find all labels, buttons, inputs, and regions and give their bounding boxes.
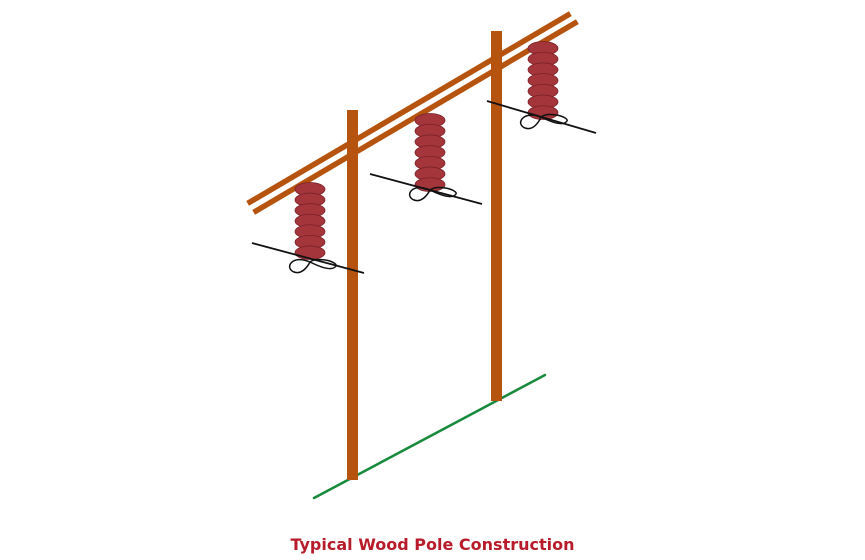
insulator-right — [527, 41, 559, 120]
insulator-shed — [294, 245, 326, 260]
conductor-middle — [369, 173, 483, 205]
diagram-caption: Typical Wood Pole Construction — [290, 535, 575, 554]
insulator-left — [294, 182, 326, 260]
conductor-right — [486, 100, 597, 134]
insulator-middle — [414, 113, 446, 192]
right-pole — [491, 31, 502, 401]
left-pole — [347, 110, 358, 480]
crossarm — [246, 11, 579, 215]
conductor-left — [251, 242, 365, 274]
